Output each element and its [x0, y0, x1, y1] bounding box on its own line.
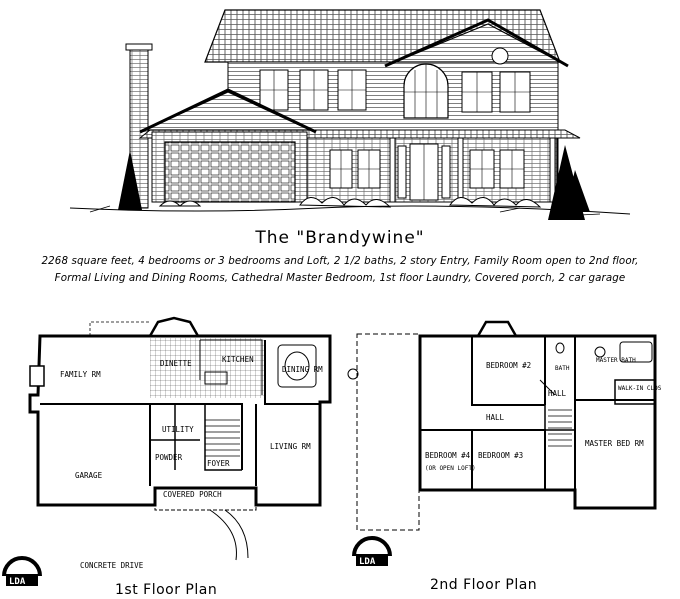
room-label-foyer: FOYER	[207, 459, 230, 468]
room-label-bedroom-2: BEDROOM #2	[486, 361, 531, 370]
room-label-kitchen: KITCHEN	[222, 355, 254, 364]
lda-logo-right: LDA	[352, 536, 392, 567]
room-label-living: LIVING RM	[270, 442, 311, 451]
lda-logo-left: LDA	[2, 556, 42, 587]
second-floor-caption: 2nd Floor Plan	[430, 577, 538, 593]
lda-logo-right-text: LDA	[359, 557, 376, 567]
room-label-bedroom-4: BEDROOM #4	[425, 451, 471, 460]
room-label-family: FAMILY RM	[60, 370, 101, 379]
room-label-powder: POWDER	[155, 453, 183, 462]
room-label-dining: DINING RM	[282, 365, 323, 374]
room-label-garage: GARAGE	[75, 471, 103, 480]
house-elevation-drawing	[69, 9, 631, 220]
room-label-hall-2: HALL	[548, 389, 567, 398]
first-floor-plan	[28, 316, 332, 561]
room-label-loft: (OR OPEN LOFT)	[425, 465, 476, 472]
room-label-utility: UTILITY	[162, 425, 194, 434]
plan-description-line-1: 2268 square feet, 4 bedrooms or 3 bedroo…	[41, 255, 639, 267]
room-label-bath: BATH	[555, 365, 570, 372]
second-floor-plan	[347, 320, 657, 531]
room-label-walk-in-closet: WALK-IN CLOS	[618, 385, 662, 392]
first-floor-caption: 1st Floor Plan	[115, 582, 218, 598]
room-label-master-bath: MASTER BATH	[596, 357, 636, 364]
room-label-porch: COVERED PORCH	[163, 490, 222, 499]
lda-logo-left-text: LDA	[9, 577, 26, 587]
room-label-drive: CONCRETE DRIVE	[80, 561, 144, 570]
room-label-bedroom-3: BEDROOM #3	[478, 451, 523, 460]
plan-title: The "Brandywine"	[255, 228, 425, 248]
room-label-hall-1: HALL	[486, 413, 505, 422]
plan-description-line-2: Formal Living and Dining Rooms, Cathedra…	[54, 272, 626, 284]
room-label-dinette: DINETTE	[160, 359, 192, 368]
room-label-master-bedroom: MASTER BED RM	[585, 439, 644, 448]
